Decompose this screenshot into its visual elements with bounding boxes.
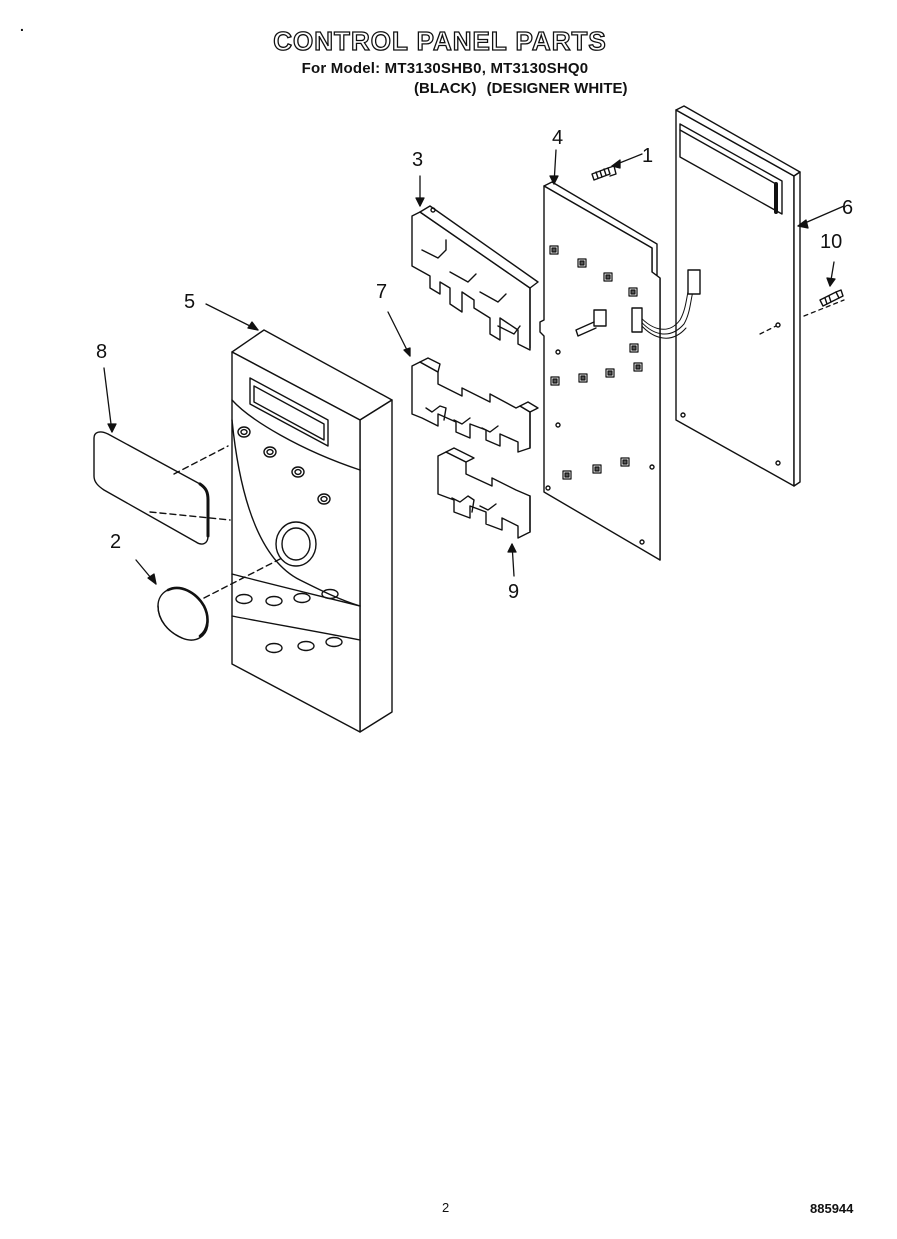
part-5-control-panel [231,329,393,733]
callout-3: 3 [412,149,423,171]
callout-1: 1 [642,145,653,167]
callout-5: 5 [184,291,195,313]
leader-lines [103,149,845,585]
color-white-label: (DESIGNER WHITE) [486,80,628,97]
document-number: 885944 [810,1201,854,1216]
corner-mark: . [20,18,24,34]
callout-10: 10 [820,231,842,253]
part-1-screw [591,165,617,181]
part-2-knob [157,557,283,641]
part-3-button-holder [411,205,539,351]
model-numbers: For Model: MT3130SHB0, MT3130SHQ0 [301,60,589,77]
callout-7: 7 [376,281,387,303]
page-title: CONTROL PANEL PARTS [273,25,607,56]
part-6-rear-cover [675,105,801,487]
callout-2: 2 [110,531,121,553]
callout-8: 8 [96,341,107,363]
part-7-button-holder [411,357,539,453]
callout-9: 9 [508,581,519,603]
callout-6: 6 [842,197,853,219]
callout-4: 4 [552,127,563,149]
part-4-circuit-board [539,181,701,561]
model-colors: (BLACK) (DESIGNER WHITE) [414,80,634,97]
part-8-nameplate [93,431,231,545]
part-9-button-holder [437,447,531,539]
page-number: 2 [442,1200,450,1215]
part-10-screw [819,289,844,307]
color-black-label: (BLACK) [414,80,477,97]
